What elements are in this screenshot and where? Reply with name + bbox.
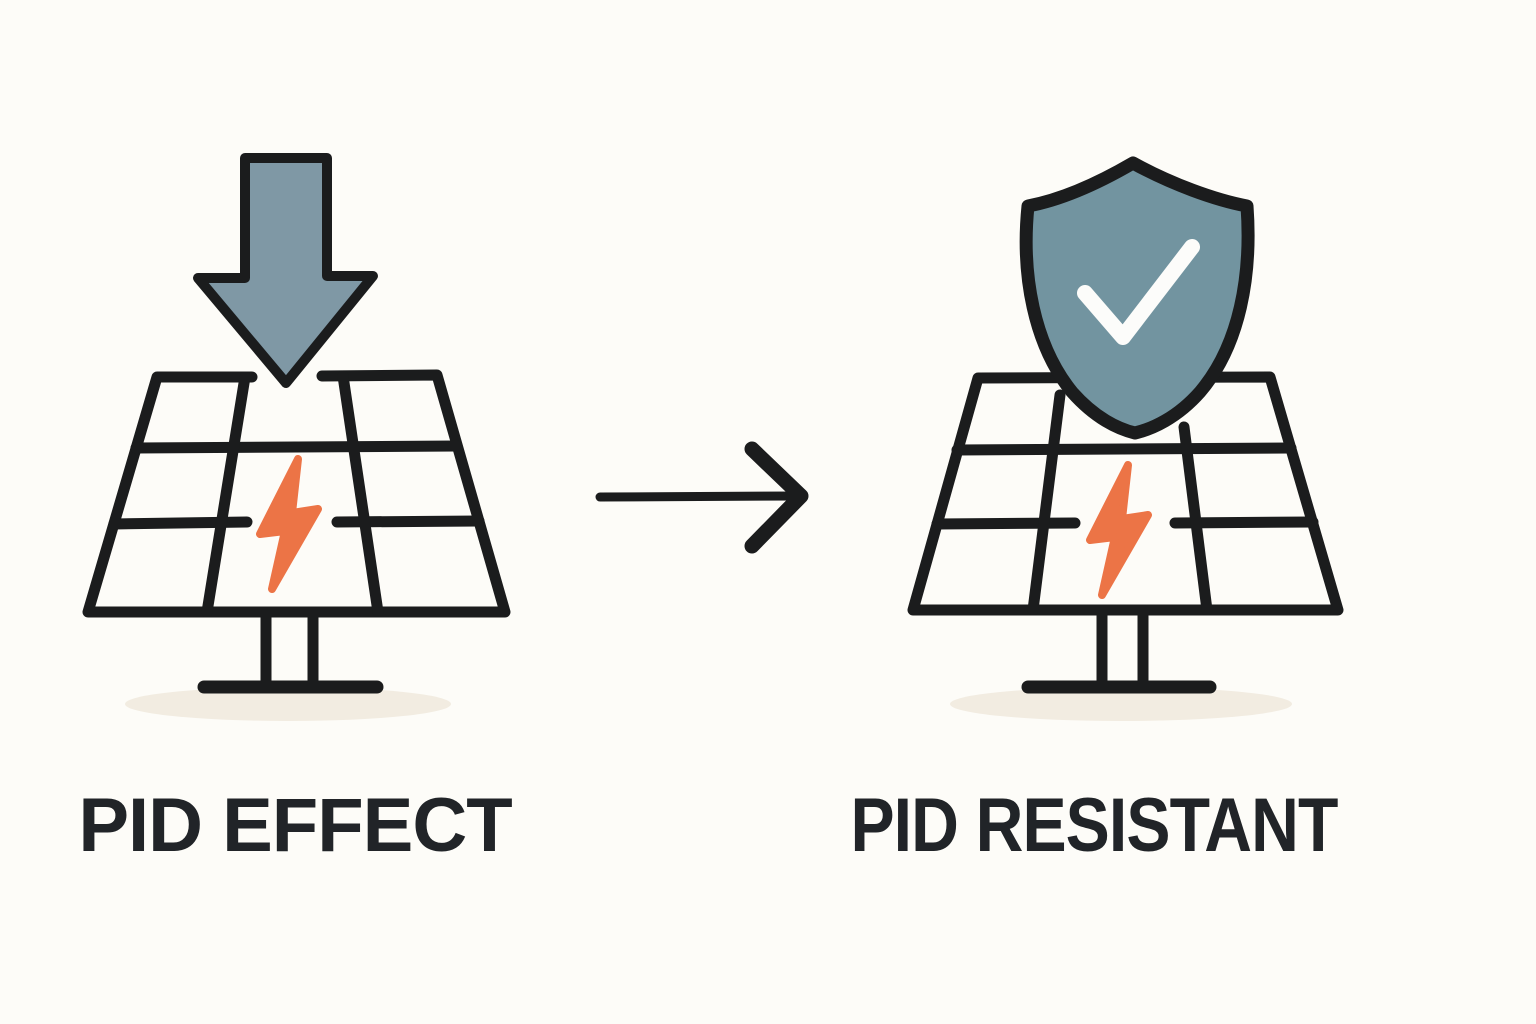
pid-resistant-group: [907, 156, 1344, 721]
solar-panel-icon: [82, 369, 511, 618]
lightning-bolt-icon: [1086, 461, 1152, 599]
checkmark-icon: [1077, 239, 1200, 345]
panel-row-line-1: [951, 442, 1297, 456]
shield-shape: [1019, 156, 1255, 440]
left-caption: PID EFFECT: [78, 783, 512, 868]
arrow-head: [744, 441, 809, 554]
stand-legs: [1096, 604, 1149, 690]
shield-check-icon: [1019, 156, 1255, 440]
panel-column-lines: [1027, 389, 1213, 616]
right-caption: PID RESISTANT: [850, 783, 1338, 868]
panel-column-lines: [201, 370, 384, 618]
panel-stand-left: [197, 606, 384, 694]
ground-shadow-left: [125, 687, 451, 721]
right-arrow-icon: [595, 441, 809, 554]
stand-legs: [260, 606, 319, 690]
lightning-bolt-icon: [256, 455, 322, 593]
panel-stand-right: [1021, 604, 1217, 694]
panel-outline: [82, 369, 511, 618]
arrow-shaft: [595, 491, 802, 502]
ground-shadow-right: [950, 687, 1292, 721]
down-arrow-icon: [193, 153, 378, 388]
panel-row-line-1: [130, 440, 463, 454]
pid-effect-group: [82, 153, 511, 721]
